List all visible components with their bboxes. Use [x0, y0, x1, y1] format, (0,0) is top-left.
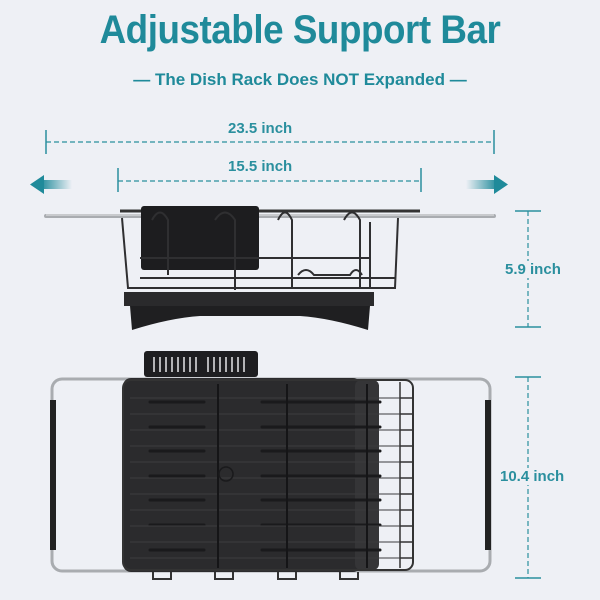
- page-title: Adjustable Support Bar: [99, 8, 501, 52]
- dimension-expanded-width: 23.5 inch: [228, 120, 293, 137]
- dimension-height: 5.9 inch: [505, 261, 561, 278]
- dimension-rack-width: 15.5 inch: [228, 158, 293, 175]
- page-subtitle: — The Dish Rack Does NOT Expanded —: [133, 70, 467, 89]
- dimension-depth: 10.4 inch: [500, 468, 565, 485]
